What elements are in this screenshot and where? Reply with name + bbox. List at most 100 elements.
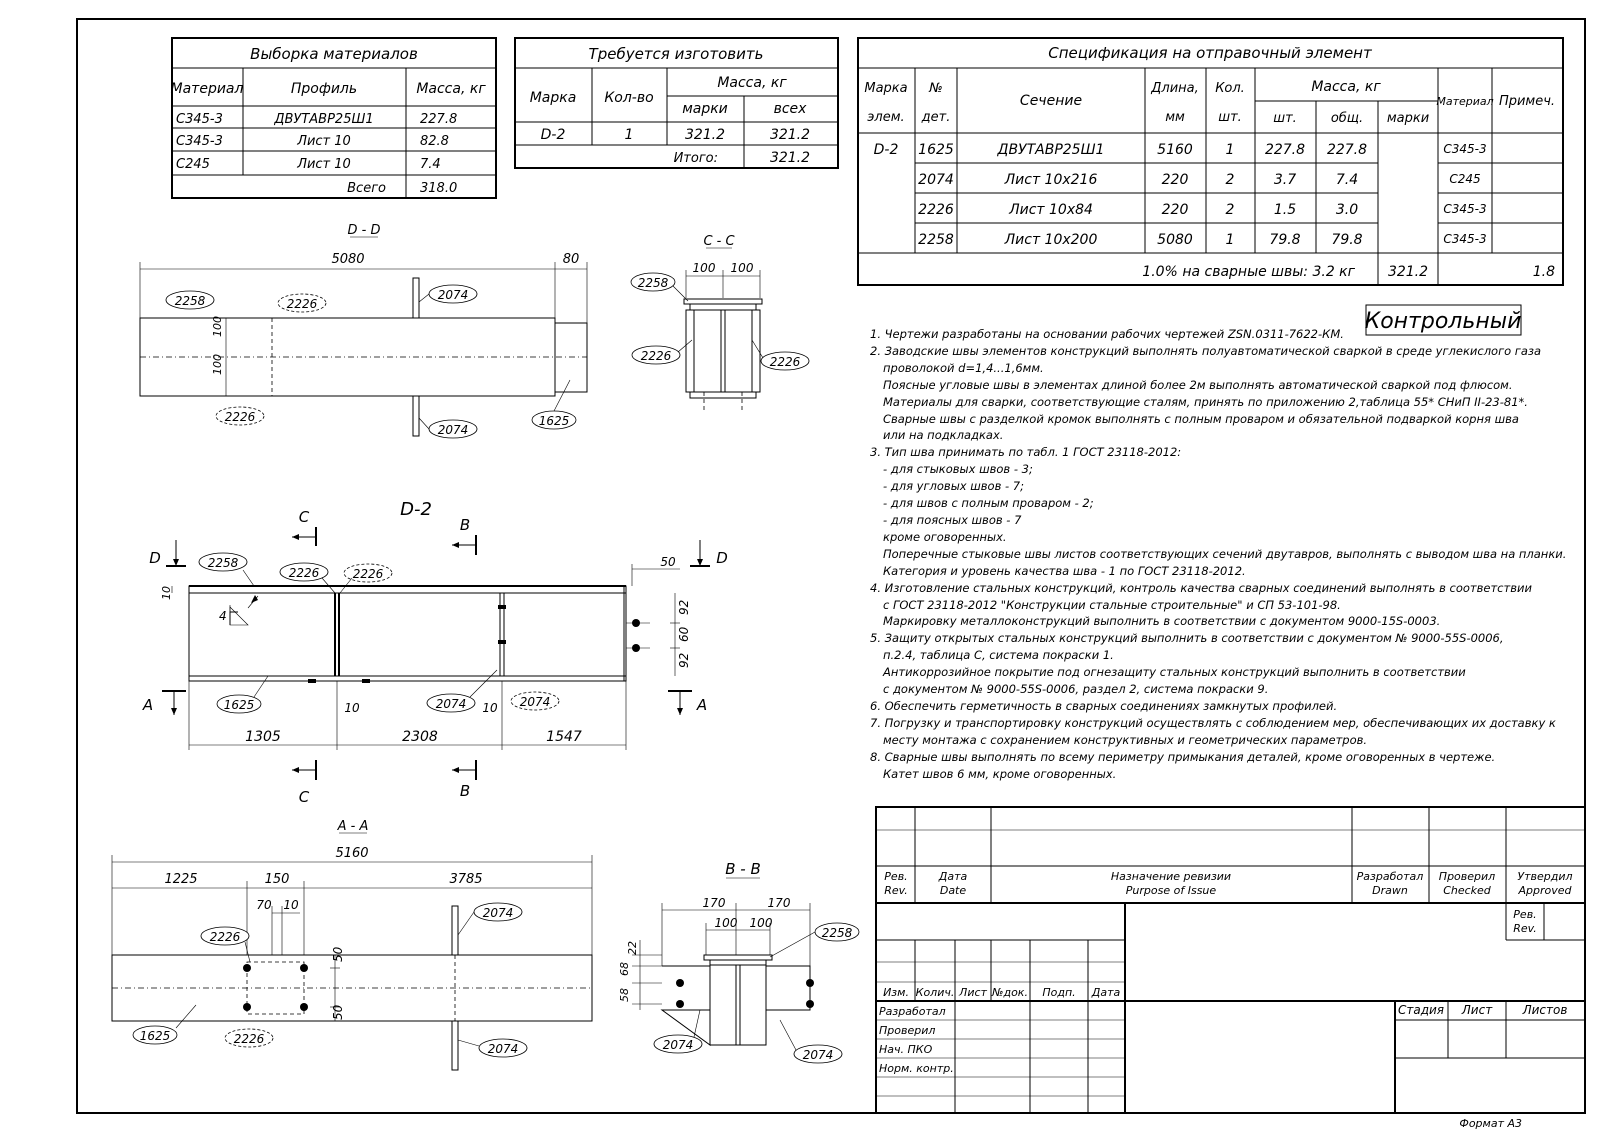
tb-col: Изм. — [883, 986, 909, 999]
tb-date: Дата — [938, 870, 968, 883]
materials-sample-table: Выборка материалов Материал Профиль Масс… — [171, 37, 497, 199]
balloon-2226: 2226 — [225, 410, 256, 424]
spec-title: Спецификация на отправочный элемент — [1048, 44, 1373, 62]
cell: С245 — [176, 157, 210, 172]
dim: 50 — [660, 555, 676, 569]
tb-col: Дата — [1091, 986, 1121, 999]
balloon-2074: 2074 — [436, 697, 467, 711]
tb-col: №док. — [991, 986, 1028, 999]
general-notes: 1. Чертежи разработаны на основании рабо… — [870, 326, 1567, 782]
tb-col: Колич. — [916, 986, 955, 999]
dim: 10 — [344, 701, 360, 715]
view-title: A - A — [337, 819, 369, 834]
note-line: Категория и уровень качества шва - 1 по … — [883, 563, 1246, 578]
tb-drawn-en: Drawn — [1372, 884, 1408, 897]
col-header-all: всех — [774, 101, 808, 117]
tb-checked-en: Checked — [1443, 884, 1492, 897]
cell: Лист 10х84 — [1008, 202, 1093, 218]
balloon-2226: 2226 — [641, 349, 672, 363]
note-line: 2. Заводские швы элементов конструкций в… — [870, 343, 1542, 358]
balloon-1625: 1625 — [140, 1029, 171, 1043]
section-mark-b: B — [460, 516, 470, 534]
note-line: Поперечные стыковые швы листов соответст… — [883, 546, 1567, 561]
cell: 1 — [625, 127, 634, 143]
cell: С245 — [1449, 172, 1480, 186]
cell: 5080 — [1157, 232, 1193, 248]
tb-approved-en: Approved — [1517, 884, 1572, 897]
section-mark-b: B — [460, 782, 470, 800]
balloon-2226: 2226 — [287, 297, 318, 311]
col-header-profile: Профиль — [291, 81, 357, 97]
cell: 3.0 — [1336, 202, 1358, 218]
cell: 2258 — [918, 232, 954, 248]
note-line: с документом № 9000-55S-0006, раздел 2, … — [883, 682, 1269, 697]
view-title: B - B — [725, 860, 761, 878]
note-line: - для поясных швов - 7 — [883, 512, 1022, 527]
cell: 1 — [1226, 232, 1235, 248]
element-mark: D-2 — [874, 142, 899, 158]
balloon-2226: 2226 — [289, 566, 320, 580]
dim: 50 — [331, 946, 345, 962]
cell: 227.8 — [1265, 142, 1305, 158]
balloon-2074: 2074 — [803, 1048, 834, 1062]
tb-checked: Проверил — [1439, 870, 1495, 883]
format-label: Формат А3 — [1459, 1117, 1522, 1130]
note-line: Материалы для сварки, соответствующие ст… — [883, 394, 1528, 409]
cell: 220 — [1162, 202, 1189, 218]
note-line: 1. Чертежи разработаны на основании рабо… — [870, 327, 1344, 341]
tb-rev2: Рев. — [1513, 908, 1536, 921]
tb-purpose-en: Purpose of Issue — [1126, 884, 1217, 897]
note-line: 7. Погрузку и транспортировку конструкци… — [870, 715, 1556, 730]
cell: С345-3 — [1443, 232, 1486, 246]
note-line: 4. Изготовление стальных конструкций, ко… — [870, 580, 1532, 595]
main-view-d2: D-2 C C B B D D A A — [142, 499, 728, 806]
view-title: D - D — [348, 223, 381, 238]
dim: 10 — [482, 701, 498, 715]
dim: 10 — [283, 898, 299, 912]
col-header-length: Длина, — [1150, 81, 1199, 96]
dim: 60 — [677, 626, 691, 642]
cell: С345-3 — [176, 134, 223, 149]
dim: 2308 — [402, 729, 438, 745]
dim: 80 — [563, 252, 580, 267]
tb-row: Разработал — [879, 1005, 946, 1018]
cell: 2 — [1226, 202, 1235, 218]
tb-date-en: Date — [940, 884, 967, 897]
tb-col: Лист — [958, 986, 987, 999]
cell: С345-3 — [176, 112, 223, 127]
cell: Лист 10х216 — [1004, 172, 1098, 188]
section-mark-a: A — [696, 696, 707, 714]
balloon-2226: 2226 — [353, 567, 384, 581]
col-header-mass: Масса, кг — [1311, 79, 1381, 95]
col-header-material: Материал — [1436, 95, 1493, 108]
tb-rev2-en: Rev. — [1513, 922, 1537, 935]
note-line: - для швов с полным проваром - 2; — [883, 496, 1094, 511]
col-header-mark: Марка — [864, 81, 907, 96]
col-header-note: Примеч. — [1499, 94, 1555, 109]
col-header-length-2: мм — [1165, 110, 1185, 125]
view-c-c: C - C 100 100 2258 2226 2226 — [630, 234, 810, 410]
dim: 92 — [677, 653, 691, 668]
cell: 220 — [1162, 172, 1189, 188]
dim: 1547 — [546, 729, 582, 745]
total-label: Итого: — [674, 151, 718, 166]
cell: Лист 10 — [296, 157, 351, 172]
dim: 170 — [703, 896, 726, 910]
cell: 7.4 — [1336, 172, 1358, 188]
dim: 58 — [618, 988, 631, 1002]
tb-row: Проверил — [879, 1024, 935, 1037]
mark-mass: 321.2 — [1388, 264, 1428, 280]
tb-rev: Рев. — [884, 870, 907, 883]
note-line: Катет швов 6 мм, кроме оговоренных. — [883, 766, 1117, 781]
col-header-qty-2: шт. — [1218, 110, 1242, 125]
dim: 5160 — [335, 846, 368, 861]
weld-mass: 1.8 — [1533, 264, 1555, 280]
col-header-mark-2: элем. — [867, 110, 904, 125]
dim: 22 — [626, 941, 639, 955]
balloon-2258: 2258 — [175, 294, 206, 308]
cell: 5160 — [1157, 142, 1193, 158]
title-block: Рев. Rev. Дата Date Назначение ревизии P… — [875, 806, 1586, 1114]
cell: Лист 10х200 — [1004, 232, 1098, 248]
weld-note: 1.0% на сварные швы: 3.2 кг — [1142, 264, 1355, 280]
col-header-material: Материал — [171, 81, 244, 97]
